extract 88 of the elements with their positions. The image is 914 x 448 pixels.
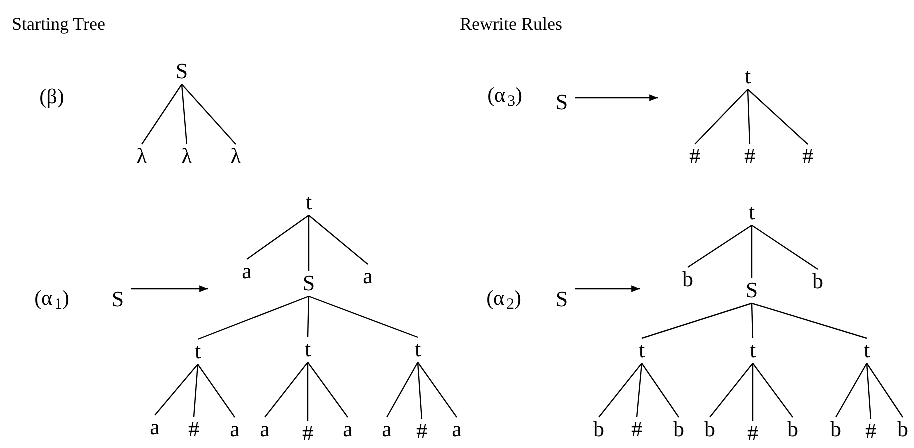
- rewrite-arrow: [131, 286, 208, 292]
- tree-node-symbol: a: [451, 418, 463, 442]
- tree-branch-line: [748, 89, 808, 145]
- tree-branch-line: [752, 364, 754, 422]
- tree-node-symbol: t: [304, 190, 314, 216]
- tree-node-symbol: #: [864, 420, 878, 444]
- tree-node-symbol: t: [744, 64, 752, 90]
- section-heading: Starting Tree: [12, 15, 106, 35]
- tree-node-symbol: a: [229, 418, 241, 442]
- tree-branch-line: [198, 296, 310, 340]
- tree-branch-line: [636, 363, 643, 418]
- tree-node-symbol: S: [554, 90, 570, 116]
- rule-tag: (β): [40, 85, 64, 109]
- tree-node-symbol: #: [744, 144, 756, 170]
- rewrite-arrow: [575, 286, 640, 292]
- tree-branch-line: [142, 84, 182, 145]
- tree-branch-line: [642, 302, 752, 340]
- tree-node-symbol: t: [862, 338, 872, 364]
- tree-node-symbol: b: [682, 268, 694, 292]
- tree-branch-line: [182, 84, 236, 145]
- tree-node-symbol: #: [416, 420, 428, 444]
- rewrite-arrow: [575, 94, 658, 102]
- tree-branch-line: [198, 364, 236, 418]
- tree-branch-line: [246, 215, 310, 260]
- tree-branch-line: [752, 225, 818, 270]
- tree-node-symbol: S: [302, 272, 316, 296]
- tree-node-symbol: b: [830, 418, 842, 442]
- tree-branch-line: [598, 363, 642, 418]
- tree-node-symbol: t: [414, 338, 422, 362]
- tree-branch-line: [835, 363, 868, 418]
- tree-branch-line: [710, 363, 754, 418]
- tree-node-symbol: t: [304, 338, 312, 362]
- tree-branch-line: [418, 362, 458, 418]
- tree-branch-line: [752, 363, 794, 418]
- tree-branch-line: [688, 225, 752, 268]
- tree-branch-line: [307, 296, 310, 338]
- tree-branch-line: [308, 362, 348, 418]
- tree-node-symbol: S: [110, 288, 126, 312]
- tree-node-symbol: t: [638, 338, 646, 364]
- tree-node-symbol: b: [672, 418, 686, 442]
- tree-node-symbol: b: [704, 418, 716, 442]
- tree-branch-line: [866, 363, 872, 420]
- tree-node-symbol: a: [362, 264, 374, 290]
- tree-branch-line: [752, 302, 868, 340]
- tree-node-symbol: #: [302, 422, 314, 446]
- tree-node-symbol: a: [149, 416, 161, 440]
- tree-node-symbol: a: [259, 418, 271, 442]
- rule-tag: (α$_{3}$): [488, 84, 522, 110]
- tree-branch-line: [747, 89, 751, 145]
- tree-branch-line: [694, 89, 748, 145]
- tree-node-symbol: b: [786, 418, 800, 442]
- tree-node-symbol: b: [812, 270, 824, 294]
- tree-node-symbol: λ: [180, 144, 194, 170]
- tree-node-symbol: t: [194, 340, 202, 364]
- tree-branch-line: [307, 362, 309, 422]
- tree-node-symbol: S: [744, 278, 760, 304]
- tree-branch-line: [264, 362, 308, 418]
- tree-branch-line: [193, 364, 199, 418]
- tree-node-symbol: b: [592, 418, 606, 442]
- tree-node-symbol: #: [630, 418, 644, 442]
- tree-node-symbol: λ: [230, 144, 242, 170]
- tree-branch-line: [181, 84, 188, 145]
- tree-node-symbol: t: [748, 338, 758, 364]
- tree-node-symbol: #: [688, 144, 702, 170]
- tree-branch-line: [642, 363, 680, 418]
- tree-node-symbol: S: [174, 60, 190, 84]
- tree-node-symbol: a: [241, 260, 253, 284]
- tree-branch-line: [308, 296, 418, 338]
- tree-branch-line: [308, 215, 368, 265]
- tree-branch-line: [751, 226, 753, 278]
- tree-node-symbol: a: [342, 418, 354, 442]
- tree-node-symbol: t: [748, 200, 756, 226]
- tree-branch-line: [417, 362, 423, 420]
- section-heading: Rewrite Rules: [460, 15, 562, 35]
- tree-node-symbol: #: [746, 422, 760, 446]
- tree-branch-line: [308, 216, 310, 272]
- tree-node-symbol: #: [188, 418, 200, 442]
- tree-branch-line: [386, 362, 419, 418]
- rule-tag: (α$_{1}$): [34, 286, 70, 314]
- rule-tag: (α$_{2}$): [486, 286, 522, 314]
- tree-node-symbol: a: [381, 418, 393, 442]
- tree-node-symbol: λ: [136, 144, 148, 170]
- tree-node-symbol: #: [802, 144, 814, 170]
- tree-branch-line: [154, 364, 198, 416]
- tree-node-symbol: b: [896, 418, 910, 442]
- tree-branch-line: [866, 363, 904, 418]
- tree-node-symbol: S: [554, 288, 570, 312]
- tree-branch-line: [751, 303, 754, 339]
